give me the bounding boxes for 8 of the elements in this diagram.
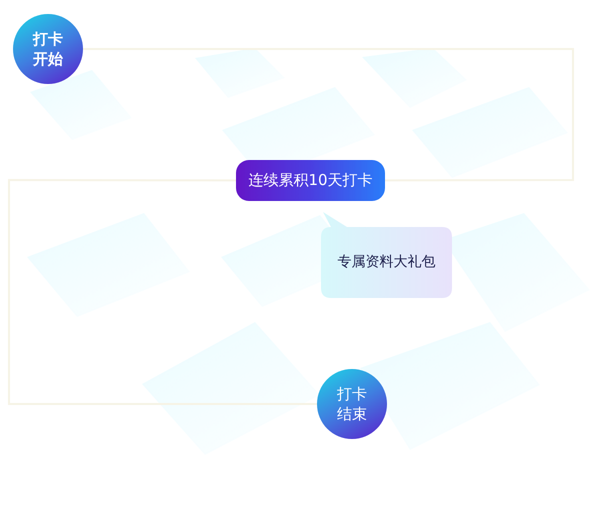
node-label: 专属资料大礼包 [338, 253, 436, 272]
node-label: 打卡结束 [336, 384, 368, 424]
connector-line [83, 48, 574, 182]
speech-bubble [321, 212, 452, 298]
milestone-pill [236, 160, 385, 201]
connector-line [8, 179, 317, 405]
node-label: 打卡开始 [32, 28, 64, 70]
node-label: 连续累积10天打卡 [248, 170, 373, 190]
